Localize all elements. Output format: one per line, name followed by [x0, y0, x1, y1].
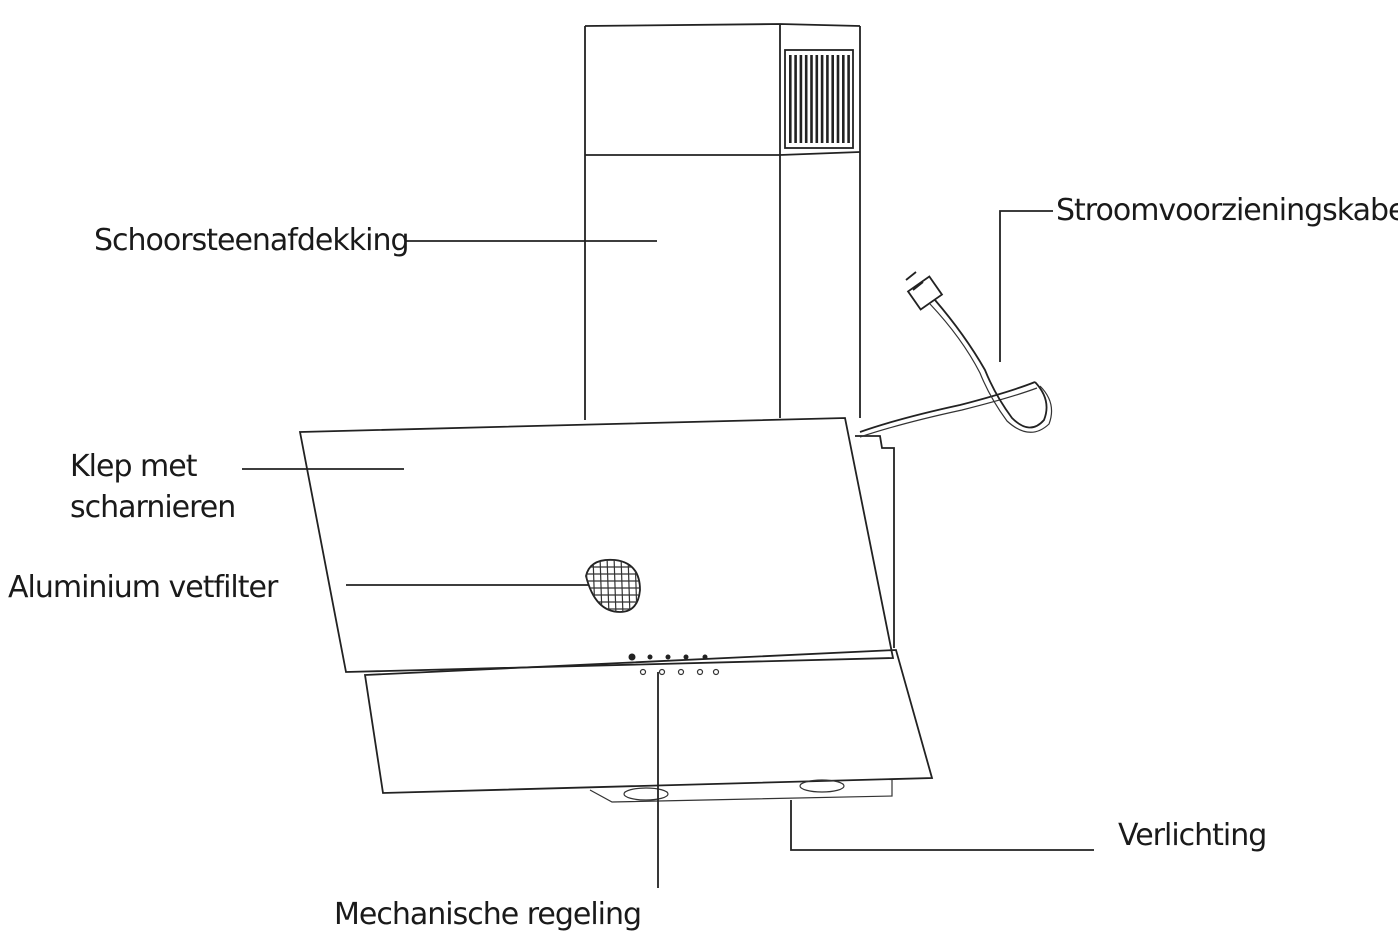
filter-mesh-line [599, 559, 603, 612]
vent-slot [799, 55, 803, 143]
chimney-cover-label: Schoorsteenafdekking [94, 223, 409, 258]
hinged-flap-label-line1: Klep met [70, 449, 197, 484]
vent-slot [804, 55, 808, 143]
mechanical-control-label: Mechanische regeling [334, 897, 642, 932]
vent-slot [826, 55, 829, 143]
filter-mesh-line [627, 559, 631, 612]
vent-slot [794, 55, 797, 143]
power-cable [859, 271, 1053, 438]
leader-lines [242, 210, 1094, 888]
filter-mesh-line [613, 559, 617, 612]
vent-slot [847, 55, 850, 143]
vent-slot [815, 55, 819, 143]
grease-filter [585, 558, 641, 613]
vent-slot [842, 55, 845, 143]
grease-filter-label: Aluminium vetfilter [8, 570, 278, 605]
filter-mesh-line [586, 559, 589, 612]
vent-slot [789, 55, 792, 143]
vent-slot [820, 55, 824, 143]
power-cable-label: Stroomvoorzieningskabel [1056, 193, 1398, 228]
control-buttons [628, 653, 720, 676]
vent-slot [810, 55, 813, 143]
lower-body [363, 649, 934, 803]
hinged-flap-label-line2: scharnieren [70, 490, 236, 525]
lighting-label: Verlichting [1118, 818, 1267, 853]
filter-mesh-line [606, 559, 610, 612]
vent-grille [784, 49, 854, 149]
chimney-upper [584, 23, 861, 156]
hinged-flap [298, 417, 895, 673]
vent-slot [831, 55, 834, 143]
filter-mesh-line [634, 559, 638, 612]
back-body [855, 435, 895, 648]
chimney-lower [584, 152, 861, 420]
vent-slot [836, 55, 840, 143]
filter-mesh-line [620, 559, 624, 612]
filter-mesh-line [592, 559, 596, 612]
